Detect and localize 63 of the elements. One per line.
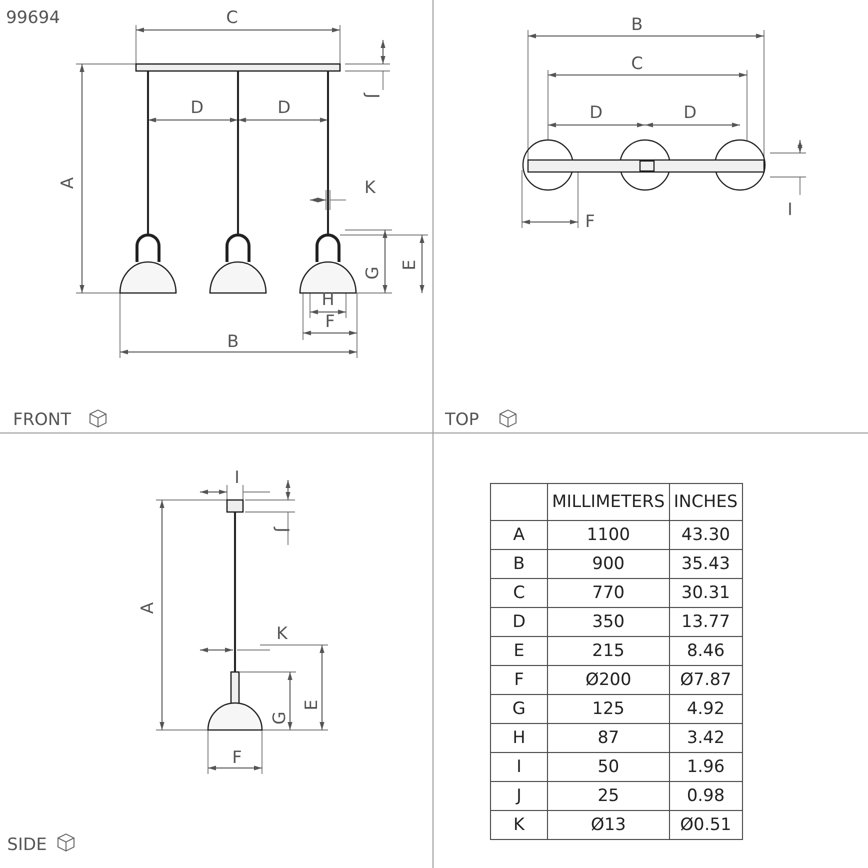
table-cell: Ø0.51	[669, 810, 742, 840]
table-cell: Ø13	[548, 810, 670, 840]
table-cell: Ø7.87	[669, 666, 742, 694]
row-header: H	[490, 724, 548, 752]
dimension-label: E	[303, 700, 321, 710]
table-cell: 43.30	[669, 520, 742, 550]
row-header: A	[490, 520, 548, 550]
table-cell: 4.92	[669, 694, 742, 724]
row-header: D	[490, 608, 548, 636]
row-header: G	[490, 694, 548, 724]
table-cell: 125	[548, 694, 670, 724]
row-header: J	[490, 782, 548, 810]
row-header: F	[490, 666, 548, 694]
dimension-label: D	[589, 104, 603, 122]
dimension-label: G	[364, 266, 382, 280]
row-header: K	[490, 810, 548, 840]
dimension-label: F	[232, 749, 242, 767]
dimension-label: C	[631, 55, 643, 73]
column-header: MILLIMETERS	[548, 484, 670, 520]
row-header: I	[490, 752, 548, 782]
table-cell: 215	[548, 636, 670, 666]
row-header: E	[490, 636, 548, 666]
table-cell: 30.31	[669, 578, 742, 608]
dimension-label: A	[139, 602, 157, 614]
dimension-label: F	[585, 213, 595, 231]
table-cell: 1.96	[669, 752, 742, 782]
view-label: TOP	[444, 411, 480, 429]
table-cell: 25	[548, 782, 670, 810]
table-cell: 13.77	[669, 608, 742, 636]
table-cell: Ø200	[548, 666, 670, 694]
table-cell: 50	[548, 752, 670, 782]
dimension-label: F	[325, 313, 335, 331]
dimension-label: K	[364, 179, 376, 197]
model-number: 99694	[6, 9, 60, 27]
dimension-label: D	[190, 99, 204, 117]
dimension-label: A	[59, 177, 77, 189]
table-cell: 3.42	[669, 724, 742, 752]
table-cell: 770	[548, 578, 670, 608]
table-cell: 8.46	[669, 636, 742, 666]
row-header: C	[490, 578, 548, 608]
dimension-label: I	[788, 201, 792, 219]
view-label: FRONT	[12, 411, 72, 429]
dimension-label: H	[322, 291, 334, 309]
table-cell: 0.98	[669, 782, 742, 810]
table-cell: 87	[548, 724, 670, 752]
dimension-label: K	[276, 625, 288, 643]
view-label: SIDE	[7, 836, 47, 854]
dimension-label: J	[273, 528, 291, 532]
dimension-label: E	[401, 260, 419, 270]
column-header: INCHES	[669, 484, 742, 520]
dimension-label: J	[363, 94, 381, 98]
table-cell: 350	[548, 608, 670, 636]
table-cell: 35.43	[669, 550, 742, 578]
table-cell: 900	[548, 550, 670, 578]
row-header: B	[490, 550, 548, 578]
dimension-label: B	[631, 16, 643, 34]
dimension-label: B	[227, 333, 239, 351]
table-cell: 1100	[548, 520, 670, 550]
dimension-label: I	[234, 469, 240, 487]
dimension-label: D	[683, 104, 697, 122]
dimension-label: G	[271, 711, 289, 725]
dimension-label: D	[277, 99, 291, 117]
dimension-label: C	[226, 9, 238, 27]
